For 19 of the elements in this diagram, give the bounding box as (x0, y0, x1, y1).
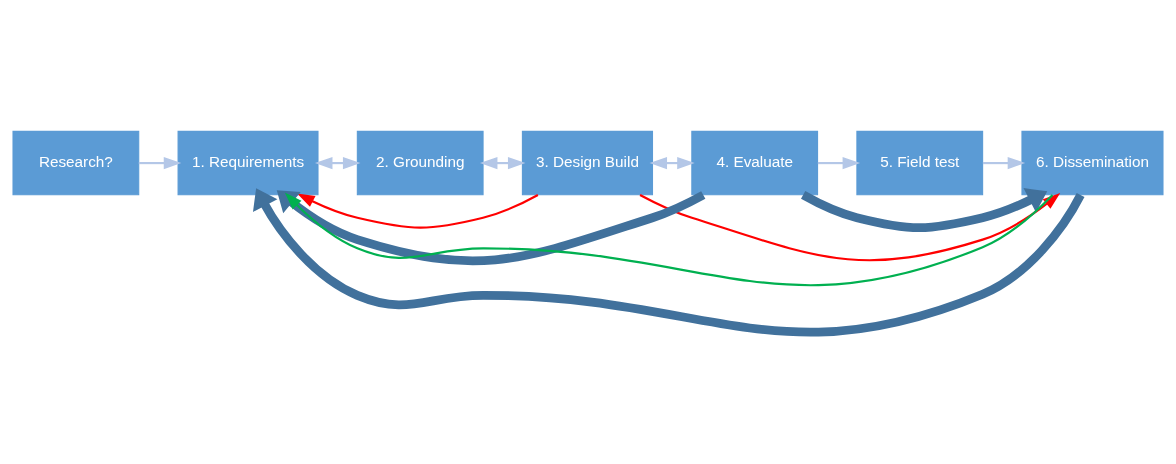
node-box: 2. Grounding (356, 130, 484, 196)
arrow (253, 188, 1085, 337)
arrow (817, 156, 861, 170)
arrow (276, 190, 706, 265)
arrow (284, 192, 1054, 287)
arrow (801, 188, 1048, 233)
arrow (479, 156, 526, 170)
arrow (314, 156, 361, 170)
node-box: Research? (12, 130, 140, 196)
arrow (639, 192, 1061, 262)
arrow (982, 156, 1026, 170)
node-box: 1. Requirements (177, 130, 319, 196)
node-box: 3. Design Build (521, 130, 654, 196)
node-box: 6. Dissemination (1021, 130, 1164, 196)
arrow (649, 156, 695, 170)
arrow (138, 156, 182, 170)
node-box: 5. Field test (856, 130, 984, 196)
arrow (297, 193, 539, 229)
node-box: 4. Evaluate (691, 130, 819, 196)
